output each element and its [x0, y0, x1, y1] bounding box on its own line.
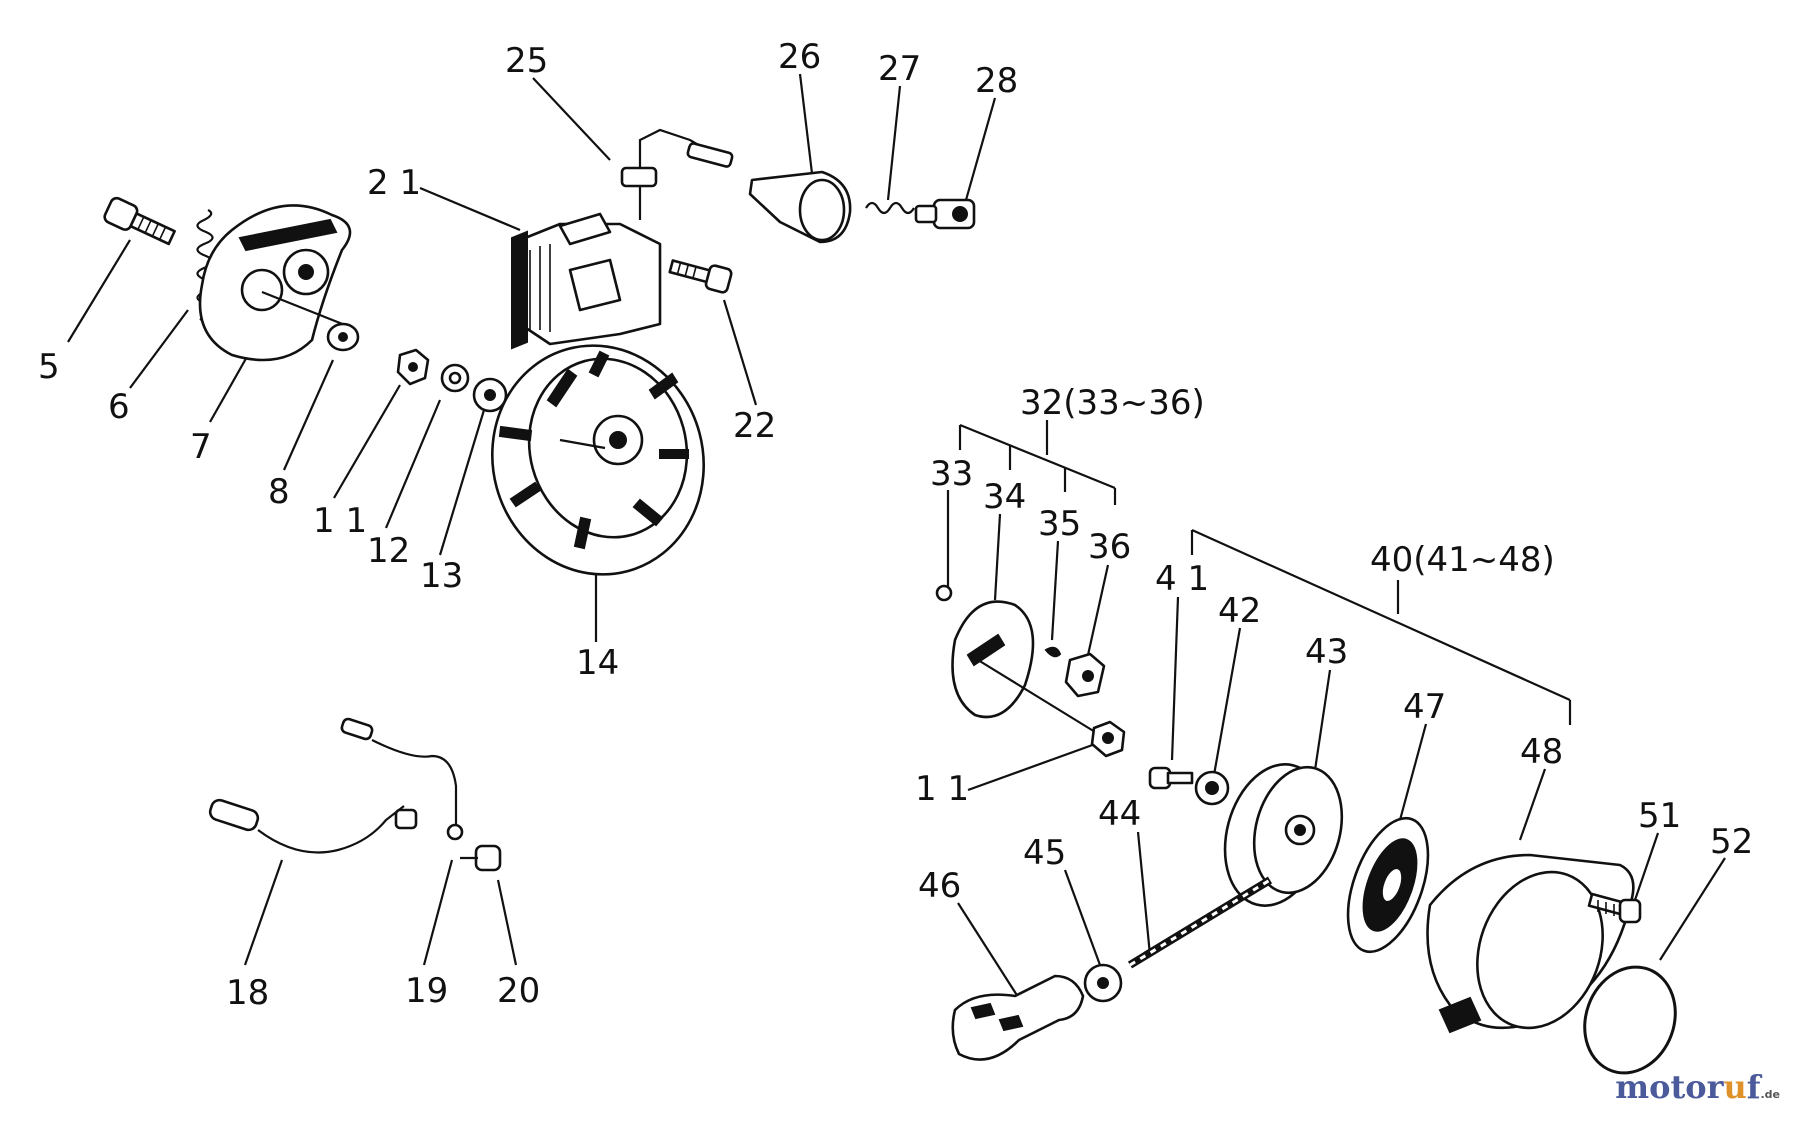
clutch-shoe-7 [198, 204, 352, 362]
lead-wire-18 [208, 798, 418, 854]
flywheel-14 [491, 344, 705, 576]
grommet-45 [1083, 963, 1123, 1003]
starter-handle-46 [951, 974, 1085, 1061]
label-part-19: 19 [405, 971, 448, 1011]
stop-switch-25 [620, 128, 734, 220]
label-part-22: 22 [733, 406, 776, 446]
label-part-36: 36 [1088, 527, 1131, 567]
label-part-32: 32(33~36) [1020, 383, 1205, 423]
label-part-27: 27 [878, 49, 921, 89]
recoil-spring-47 [1346, 816, 1430, 954]
label-part-6: 6 [108, 387, 130, 427]
label-part-26: 26 [778, 37, 821, 77]
nut-11-right [1090, 720, 1126, 758]
watermark-suffix: .de [1760, 1088, 1780, 1101]
label-part-25: 25 [505, 41, 548, 81]
bolt-22 [668, 259, 733, 294]
label-part-35: 35 [1038, 504, 1081, 544]
label-part-11-left: 1 1 [313, 501, 367, 541]
label-part-21: 2 1 [367, 163, 421, 203]
label-part-41: 4 1 [1155, 559, 1209, 599]
label-part-42: 42 [1218, 591, 1261, 631]
label-part-12: 12 [367, 531, 410, 571]
washer-13 [472, 377, 508, 413]
label-part-18: 18 [226, 973, 269, 1013]
label-part-33: 33 [930, 454, 973, 494]
label-part-52: 52 [1710, 822, 1753, 862]
watermark-text-3: f [1746, 1068, 1761, 1106]
label-part-45: 45 [1023, 833, 1066, 873]
spring-27 [865, 201, 915, 215]
pawl-36 [1064, 652, 1106, 698]
lock-washer-12 [440, 363, 470, 393]
spring-35 [1044, 646, 1062, 658]
label-part-43: 43 [1305, 632, 1348, 672]
bolt-51 [1587, 892, 1642, 924]
label-part-20: 20 [497, 971, 540, 1011]
label-part-44: 44 [1098, 794, 1141, 834]
label-part-47: 47 [1403, 687, 1446, 727]
bolt-41 [1148, 766, 1194, 790]
nut-11 [396, 348, 430, 386]
watermark-logo: motoruf.de [1615, 1068, 1780, 1106]
leader-lines [67, 73, 1726, 1001]
o-ring-52 [1583, 965, 1677, 1075]
label-part-7: 7 [190, 427, 212, 467]
spark-plug-boot-26 [748, 170, 852, 244]
watermark-text-1: motor [1615, 1068, 1724, 1106]
label-part-8: 8 [268, 472, 290, 512]
reel-43 [1223, 763, 1344, 907]
label-part-46: 46 [918, 866, 961, 906]
label-part-48: 48 [1520, 732, 1563, 772]
label-part-51: 51 [1638, 796, 1681, 836]
clip-33 [935, 584, 953, 602]
label-part-13: 13 [420, 556, 463, 596]
wire-19 [340, 717, 464, 841]
pulley-plate-34 [951, 600, 1101, 736]
label-part-14: 14 [576, 643, 619, 683]
starter-case-48 [1426, 853, 1635, 1034]
label-part-40: 40(41~48) [1370, 540, 1555, 580]
label-part-11-right: 1 1 [915, 769, 969, 809]
screw-20 [460, 844, 502, 872]
ignition-coil-21 [511, 212, 662, 350]
watermark-text-2: u [1723, 1068, 1747, 1106]
washer-42 [1194, 770, 1230, 806]
label-part-34: 34 [983, 477, 1026, 517]
rope-44 [1127, 876, 1273, 969]
bolt-5 [103, 196, 176, 246]
label-part-5: 5 [38, 347, 60, 387]
terminal-28 [914, 198, 976, 230]
label-part-28: 28 [975, 61, 1018, 101]
